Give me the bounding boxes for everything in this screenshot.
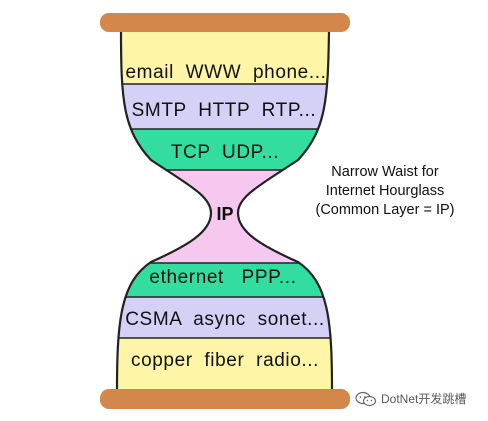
hourglass-outline — [115, 29, 334, 391]
watermark-text: DotNet开发跳槽 — [381, 392, 467, 406]
caption-line: (Common Layer = IP) — [315, 202, 455, 218]
caption: Narrow Waist for Internet Hourglass (Com… — [290, 163, 480, 220]
layer-link-band — [117, 263, 332, 297]
caption-line: Internet Hourglass — [325, 183, 445, 199]
layer-label-physical: copper fiber radio... — [131, 350, 319, 371]
layer-application-uses-band — [117, 30, 332, 84]
layer-label-application-protocols: SMTP HTTP RTP... — [132, 100, 317, 121]
layer-mac-band — [117, 297, 332, 338]
watermark: DotNet开发跳槽 — [355, 390, 466, 407]
top-bar — [100, 13, 350, 32]
wechat-icon — [355, 391, 377, 406]
layer-physical-band — [117, 338, 332, 390]
caption-line: Narrow Waist for — [331, 164, 439, 180]
layer-label-link: ethernet PPP... — [149, 267, 296, 288]
layer-application-protocols-band — [117, 84, 332, 129]
layer-label-transport: TCP UDP... — [171, 142, 279, 163]
layer-label-mac: CSMA async sonet... — [125, 309, 325, 330]
bottom-bar — [100, 389, 350, 409]
layer-label-application-uses: email WWW phone... — [126, 62, 327, 83]
layer-label-network: IP — [216, 204, 233, 224]
